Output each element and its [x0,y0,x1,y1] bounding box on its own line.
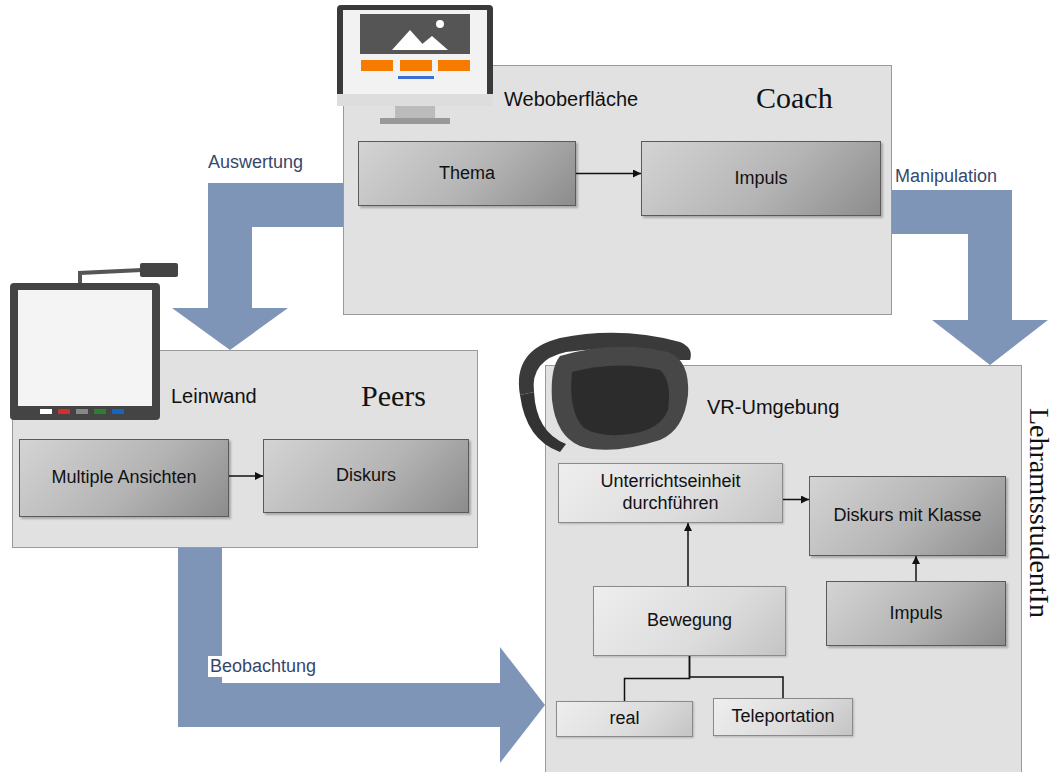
node-label: Thema [439,163,495,185]
arrow-label: Auswertung [206,152,305,173]
monitor-icon [337,5,493,124]
heading-slot: Leinwand [171,385,257,408]
connector-line [229,475,263,477]
node-label: Multiple Ansichten [51,467,196,489]
node-label: Impuls [734,168,787,190]
process-box: Teleportation [713,698,853,736]
connector-line [783,499,809,501]
flow-arrow [625,656,690,701]
heading-slot: Weboberfläche [504,88,638,111]
process-box: Impuls [641,141,881,216]
arrow-label: Manipulation [893,166,999,187]
node-label: Bewegung [647,610,732,632]
process-box: Multiple Ansichten [19,439,229,517]
panel-heading: Peers [361,379,426,414]
process-box: Diskurs mit Klasse [809,476,1006,556]
flow-arrow [783,499,809,500]
flow-arrow [916,556,917,581]
flow-arrow [688,523,689,586]
connector-line [690,656,784,698]
panel-heading: Leinwand [171,385,257,408]
heading-slot: Coach [756,81,833,116]
block-arrow-body [230,205,343,309]
block-arrow [172,205,343,350]
connector-line [915,556,917,581]
node-label: Diskurs [336,465,396,487]
node-label: Unterrichtseinheit durchführen [567,471,774,514]
process-box: Impuls [826,581,1006,646]
node-label: Impuls [889,603,942,625]
whiteboard-icon [10,263,178,420]
block-arrow [200,548,545,763]
process-box: Diskurs [263,439,469,513]
process-box: Bewegung [593,586,786,656]
block-arrow-head [932,320,1048,365]
flow-arrow [576,173,641,174]
panel-heading: Coach [756,81,833,116]
connector-line [625,656,690,701]
node-label: Teleportation [731,706,834,728]
block-arrow-head [172,308,288,350]
arrow-label: Beobachtung [208,656,318,677]
process-box: Unterrichtseinheit durchführen [558,463,783,523]
vr-headset-icon [519,333,691,452]
panel-heading: VR-Umgebung [707,396,839,419]
process-box: Thema [358,141,576,206]
panel-heading: Weboberfläche [504,88,638,111]
heading-slot: LehramtsstudentIn [1024,408,1054,618]
flow-arrow [690,656,784,698]
heading-slot: VR-Umgebung [707,396,839,419]
block-arrow-body [892,212,990,321]
block-arrow [892,212,1048,365]
node-label: Diskurs mit Klasse [833,505,981,527]
process-box: real [556,701,693,737]
heading-slot: Peers [361,379,426,414]
panel-heading: LehramtsstudentIn [1024,408,1054,618]
node-label: real [609,708,639,730]
connector-line [687,523,689,586]
flow-arrow [229,476,263,477]
connector-line [576,173,641,175]
block-arrow-head [500,647,545,763]
block-arrow-body [200,548,501,705]
